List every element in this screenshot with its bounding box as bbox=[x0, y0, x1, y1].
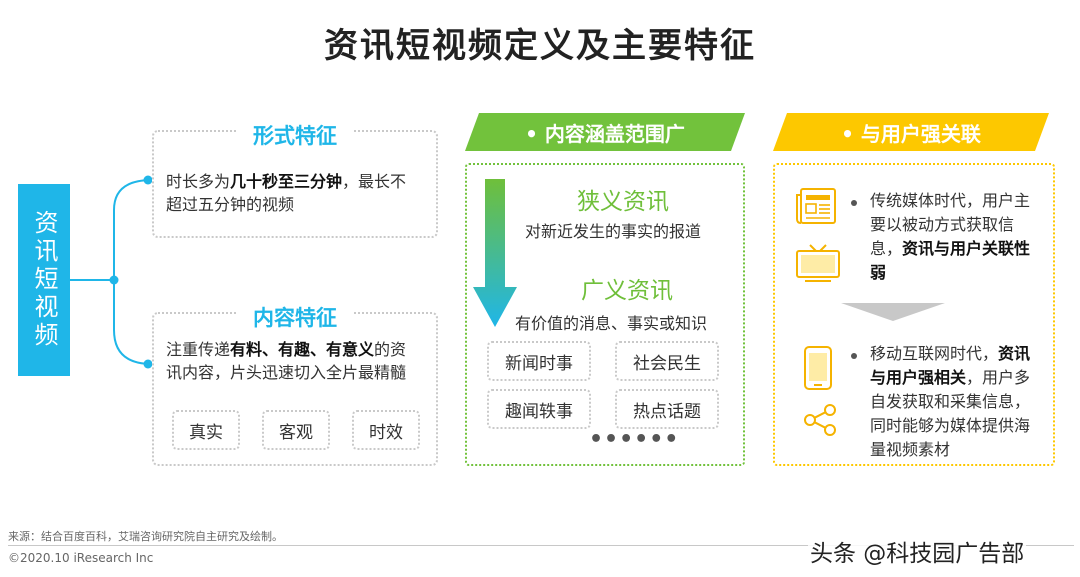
mobile-internet-text: 移动互联网时代，资讯与用户强相关，用户多自发获取和采集信息，同时能够为媒体提供海… bbox=[870, 344, 1031, 459]
mobile-bullet bbox=[851, 353, 857, 359]
form-feature-title: 形式特征 bbox=[237, 124, 353, 148]
broad-news-title: 广义资讯 bbox=[581, 278, 673, 304]
coverage-banner: • 内容涵盖范围广 bbox=[465, 113, 745, 151]
form-feature-text: 时长多为几十秒至三分钟，最长不超过五分钟的视频 bbox=[166, 172, 407, 214]
narrow-news-desc: 对新近发生的事实的报道 bbox=[525, 222, 702, 241]
down-triangle-icon bbox=[841, 303, 945, 321]
traditional-bullet bbox=[851, 200, 857, 206]
narrow-news-title: 狭义资讯 bbox=[577, 189, 669, 215]
watermark: 头条 @科技园广告部 bbox=[808, 534, 1027, 568]
tv-icon bbox=[796, 244, 840, 282]
root-topic-box: 资讯短视频 bbox=[18, 184, 70, 376]
tag-objective: 客观 bbox=[262, 410, 330, 450]
gradient-down-arrow-icon bbox=[473, 179, 517, 327]
tag-real: 真实 bbox=[172, 410, 240, 450]
share-icon bbox=[804, 404, 836, 436]
footer-divider bbox=[8, 545, 1074, 546]
content-feature-text: 注重传递有料、有趣、有意义的资讯内容，片头迅速切入全片最精髓 bbox=[166, 340, 407, 382]
content-feature-box: 内容特征 注重传递有料、有趣、有意义的资讯内容，片头迅速切入全片最精髓 真实 客… bbox=[152, 306, 438, 466]
user-relation-banner: • 与用户强关联 bbox=[773, 113, 1049, 151]
copyright: ©2020.10 iResearch Inc bbox=[8, 551, 154, 565]
traditional-media-text: 传统媒体时代，用户主要以被动方式获取信息，资讯与用户关联性弱 bbox=[870, 191, 1031, 282]
root-topic-label: 资讯短视频 bbox=[30, 210, 58, 350]
page-title: 资讯短视频定义及主要特征 bbox=[324, 26, 756, 66]
tag-current-affairs: 新闻时事 bbox=[487, 341, 591, 381]
tag-hot-topics: 热点话题 bbox=[615, 389, 719, 429]
tree-connector bbox=[70, 175, 153, 369]
coverage-panel: 狭义资讯 对新近发生的事实的报道 广义资讯 有价值的消息、事实或知识 新闻时事 … bbox=[465, 163, 745, 466]
user-relation-panel: 传统媒体时代，用户主要以被动方式获取信息，资讯与用户关联性弱 移动互联网时代，资… bbox=[773, 163, 1055, 466]
phone-icon bbox=[804, 346, 832, 390]
tag-timely: 时效 bbox=[352, 410, 420, 450]
tag-anecdotes: 趣闻轶事 bbox=[487, 389, 591, 429]
broad-news-desc: 有价值的消息、事实或知识 bbox=[515, 314, 708, 333]
form-feature-box: 形式特征 时长多为几十秒至三分钟，最长不超过五分钟的视频 bbox=[152, 124, 438, 238]
more-ellipsis: •••••• bbox=[589, 427, 680, 452]
tag-livelihood: 社会民生 bbox=[615, 341, 719, 381]
source-note: 来源：结合百度百科，艾瑞咨询研究院自主研究及绘制。 bbox=[8, 530, 283, 543]
content-tags: 真实 客观 时效 bbox=[172, 410, 420, 450]
newspaper-icon bbox=[796, 188, 836, 224]
content-feature-title: 内容特征 bbox=[237, 306, 353, 330]
